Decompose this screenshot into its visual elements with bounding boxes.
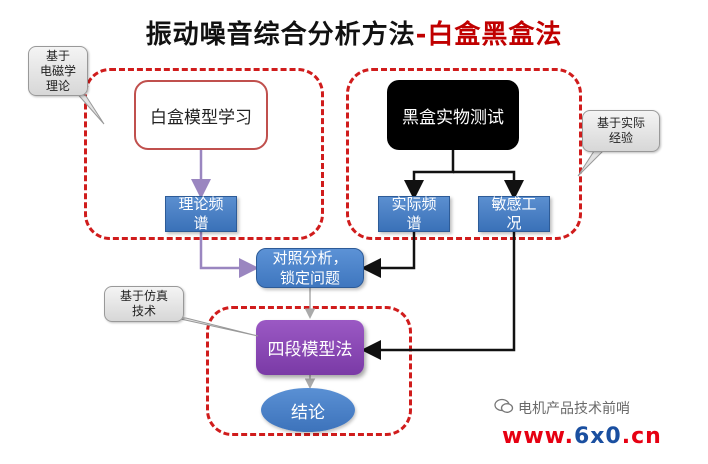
theory-spectrum-label: 理论频 谱 (178, 195, 224, 232)
actual-spectrum-label: 实际频 谱 (391, 195, 437, 232)
callout-pointer-simulation (175, 317, 259, 337)
sensitive-condition-node: 敏感工 况 (478, 195, 550, 232)
wechat-icon (494, 398, 514, 418)
actual-spectrum-node: 实际频 谱 (378, 195, 450, 232)
four-segment-model-node: 四段模型法 (256, 320, 364, 375)
white-box-model-label: 白盒模型学习 (150, 107, 252, 128)
callout-pointer-experience (577, 147, 605, 177)
arrow-blackbox-split (404, 150, 455, 200)
compare-analyze-node: 对照分析， 锁定问题 (256, 248, 364, 288)
arrow-theory-to-compare (199, 232, 259, 278)
white-box-region (84, 68, 324, 240)
callout-simulation-technique: 基于仿真 技术 (104, 286, 184, 322)
black-box-region (346, 68, 582, 240)
page-title: 振动噪音综合分析方法-白盒黑盒法 (0, 14, 708, 51)
callout-practical-experience: 基于实际 经验 (582, 110, 660, 152)
wechat-name: 电机产品技术前哨 (518, 401, 630, 417)
theory-spectrum-node: 理论频 谱 (165, 195, 237, 232)
arrow-blackbox-split-right (453, 170, 524, 200)
arrow-sensitive-to-model (361, 232, 516, 360)
black-box-test-label: 黑盒实物测试 (402, 107, 504, 128)
white-box-model-node: 白盒模型学习 (134, 80, 268, 150)
wechat-watermark: 电机产品技术前哨 (494, 398, 630, 418)
callout-electromagnetic-theory: 基于 电磁学 理论 (28, 46, 88, 96)
arrow-actual-to-compare (361, 232, 416, 278)
site-watermark: www.6x0.cn (502, 424, 662, 449)
black-box-test-node: 黑盒实物测试 (387, 80, 519, 150)
sensitive-condition-label: 敏感工 况 (491, 195, 537, 232)
simulation-region (206, 306, 412, 436)
title-main: 振动噪音综合分析方法 (145, 20, 416, 50)
compare-analyze-label: 对照分析， 锁定问题 (272, 249, 348, 287)
four-segment-model-label: 四段模型法 (267, 340, 353, 360)
title-highlight: 白盒黑盒法 (427, 20, 563, 50)
conclusion-node: 结论 (261, 388, 355, 432)
conclusion-label: 结论 (291, 402, 325, 423)
title-dash: - (415, 20, 428, 50)
